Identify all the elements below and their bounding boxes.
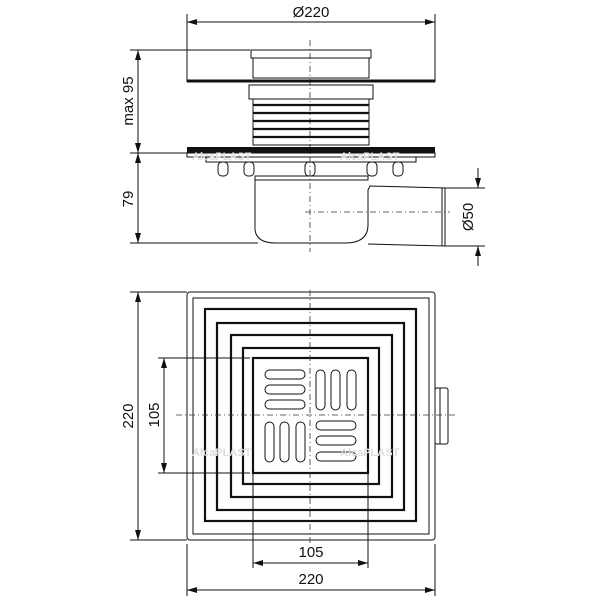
outlet-stub (434, 387, 449, 445)
dimension-diameter-220: Ø220 (293, 4, 330, 21)
body-neck (254, 175, 369, 181)
dimension-220-vertical: 220 (120, 403, 137, 428)
watermark-logo: AlcaPLAST (192, 151, 252, 163)
cylinder-rim (250, 49, 372, 59)
frame-ring (192, 297, 430, 535)
dimension-220-horizontal: 220 (298, 571, 323, 588)
grate (251, 356, 370, 475)
ribbed-collar (248, 84, 374, 100)
cylinder-body (252, 57, 370, 79)
drain-body (254, 178, 446, 247)
dimension-105-horizontal: 105 (298, 544, 323, 561)
top-view: AlcaPLAST AlcaPLAST 220 105 105 220 (120, 290, 455, 596)
grate-slots (264, 369, 357, 463)
dimension-max-95: max 95 (120, 76, 137, 125)
lower-flange (187, 147, 435, 153)
frame-ring (241, 346, 381, 486)
dimension-diameter-50: Ø50 (460, 203, 477, 231)
side-view: Ø220 AlcaPLAST AlcaPLAST (120, 4, 485, 266)
frame-ring (229, 333, 394, 499)
flange-feet (217, 161, 404, 177)
outer-frame (186, 291, 436, 541)
watermark-logo: AlcaPLAST (340, 447, 400, 459)
watermark-logo: AlcaPLAST (192, 447, 252, 459)
dimension-79: 79 (120, 191, 137, 208)
watermark-logo: AlcaPLAST (340, 151, 400, 163)
dimension-105-vertical: 105 (146, 402, 163, 427)
frame-ring (215, 321, 406, 512)
ribbed-body (252, 98, 370, 146)
